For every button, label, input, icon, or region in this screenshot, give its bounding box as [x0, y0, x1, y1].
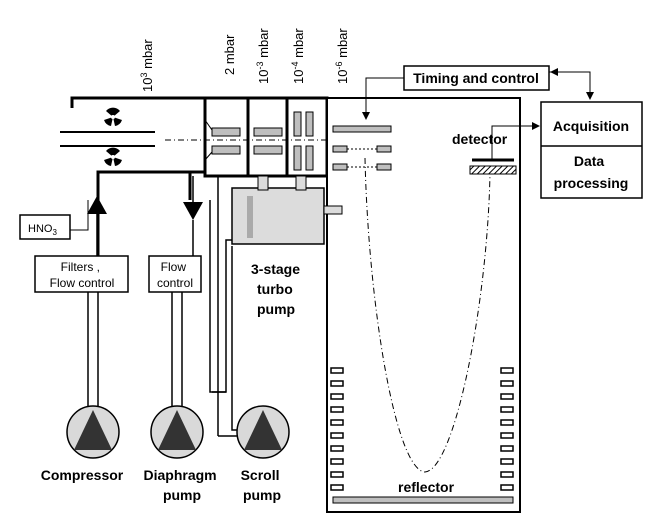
pump-triangle-icon [158, 410, 196, 450]
diaphragm-pump-label: Diaphragm pump [143, 467, 220, 503]
svg-text:103 mbar: 103 mbar [139, 39, 155, 92]
ion-transfer-chambers [203, 96, 329, 178]
pressure-label-2mbar: 2 mbar [222, 34, 237, 75]
svg-text:10-3 mbar: 10-3 mbar [255, 28, 271, 84]
gas-flow-lines [70, 96, 207, 260]
sample-inlet-tube [60, 131, 155, 147]
svg-text:2 mbar: 2 mbar [222, 34, 237, 75]
pressure-label-atmospheric: 103 mbar [139, 39, 155, 92]
data-processing-label: Data processing [554, 153, 629, 191]
pump-supply-tubes [87, 292, 183, 407]
pump-triangle-icon [74, 410, 112, 450]
hno3-label: HNO3 [28, 223, 57, 237]
pressure-label-1e-4: 10-4 mbar [290, 28, 306, 84]
pump-triangle-icon [244, 410, 282, 450]
ion-lens-plate [253, 145, 283, 155]
filters-flow-control-label: Filters , Flow control [50, 260, 115, 290]
turbo-pump-label: 3-stage turbo pump [251, 261, 304, 317]
reflector-label: reflector [398, 479, 455, 495]
ion-lens-plate [253, 127, 283, 137]
diaphragm-pump [150, 405, 204, 459]
control-signal-lines [362, 68, 594, 160]
flow-control-label: Flow control [157, 260, 193, 290]
acquisition-label: Acquisition [553, 118, 629, 134]
hno3-feed-line [70, 200, 89, 231]
compressor-label: Compressor [41, 467, 124, 483]
detector [469, 158, 517, 175]
flow-arrow-up-icon [87, 196, 107, 214]
ion-lens-plate [211, 127, 241, 137]
hno3-source-box [19, 214, 71, 240]
ion-lens-plate [293, 111, 302, 137]
compressor-pump [66, 405, 120, 459]
radiation-icon [104, 147, 122, 166]
tof-extraction-region [332, 125, 392, 171]
pressure-label-1e-3: 10-3 mbar [255, 28, 271, 84]
ion-lens-plate [293, 145, 302, 171]
radiation-icon [104, 107, 122, 126]
reflector-electrodes-right [500, 367, 514, 491]
ion-flight-path [364, 157, 491, 473]
flow-control-box [148, 255, 202, 293]
reflector-electrodes-left [330, 367, 344, 491]
svg-text:10-4 mbar: 10-4 mbar [290, 28, 306, 84]
timing-and-control-label: Timing and control [413, 70, 539, 86]
svg-text:10-6 mbar: 10-6 mbar [334, 28, 350, 84]
ion-lens-plate [305, 145, 314, 171]
scroll-pump [236, 405, 290, 459]
filters-flow-control-box [34, 255, 129, 293]
turbo-pump [231, 175, 343, 245]
detector-label: detector [452, 131, 508, 147]
timing-and-control-box [403, 65, 550, 91]
scroll-pump-label: Scroll pump [241, 467, 284, 503]
flow-arrow-down-icon [183, 202, 203, 220]
acquisition-box [540, 101, 643, 199]
reflector-back-plate [332, 496, 514, 504]
ion-lens-plate [211, 145, 241, 155]
pressure-label-1e-6: 10-6 mbar [334, 28, 350, 84]
ion-lens-plate [305, 111, 314, 137]
